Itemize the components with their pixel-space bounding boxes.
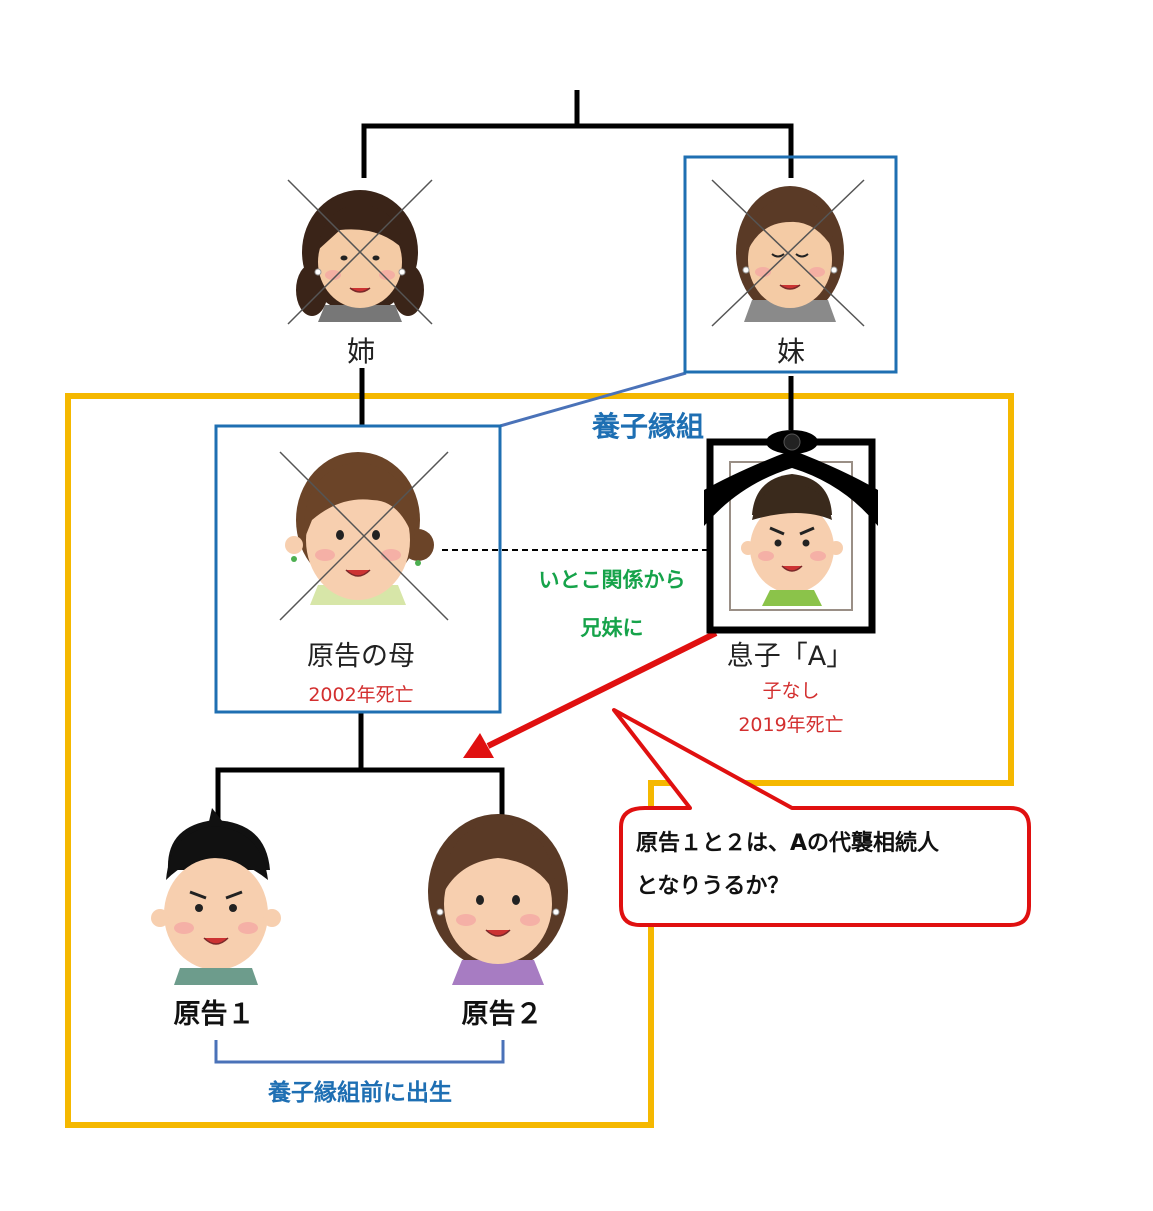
question-speech-bubble <box>612 708 1031 927</box>
cousin-relation-label-line2: 兄妹に <box>580 616 644 640</box>
cross-mark-icon <box>711 179 865 327</box>
son-label: 息子「A」 <box>726 641 854 672</box>
elder-sister-avatar <box>296 190 424 322</box>
mother-avatar <box>285 452 434 605</box>
plaintiff1-label: 原告１ <box>173 999 255 1030</box>
cross-mark-icon <box>279 451 449 621</box>
cross-mark-icon <box>287 179 433 325</box>
mother-death-note: 2002年死亡 <box>308 684 414 706</box>
son-no-children-note: 子なし <box>762 680 820 702</box>
adoption-connector-line <box>499 371 687 428</box>
plaintiff2-avatar <box>428 814 568 985</box>
born-before-adoption-label: 養子縁組前に出生 <box>268 1080 452 1106</box>
plaintiffs-bracket <box>214 1040 505 1064</box>
younger-sister-avatar <box>736 186 844 322</box>
cousin-relation-label-line1: いとこ関係から <box>538 568 686 592</box>
inheritance-arrow <box>463 630 718 758</box>
adoption-label: 養子縁組 <box>591 410 705 443</box>
question-line1: 原告１と２は、Aの代襲相続人 <box>636 831 940 856</box>
question-text: 原告１と２は、Aの代襲相続人 となりうるか？ <box>636 822 1016 908</box>
mourning-portrait-frame-icon <box>704 430 878 634</box>
son-death-note: 2019年死亡 <box>738 714 844 736</box>
mother-highlight-box <box>214 424 502 714</box>
plaintiff1-avatar <box>151 808 281 985</box>
younger-sister-highlight-box <box>683 155 898 374</box>
younger-sister-label: 妹 <box>776 335 806 368</box>
family-group-frame <box>65 393 1014 1128</box>
mother-label: 原告の母 <box>307 641 415 672</box>
elder-sister-label: 姉 <box>346 335 376 368</box>
plaintiff2-label: 原告２ <box>461 999 543 1030</box>
question-line2: となりうるか？ <box>636 874 790 899</box>
family-tree-lines <box>215 90 794 822</box>
